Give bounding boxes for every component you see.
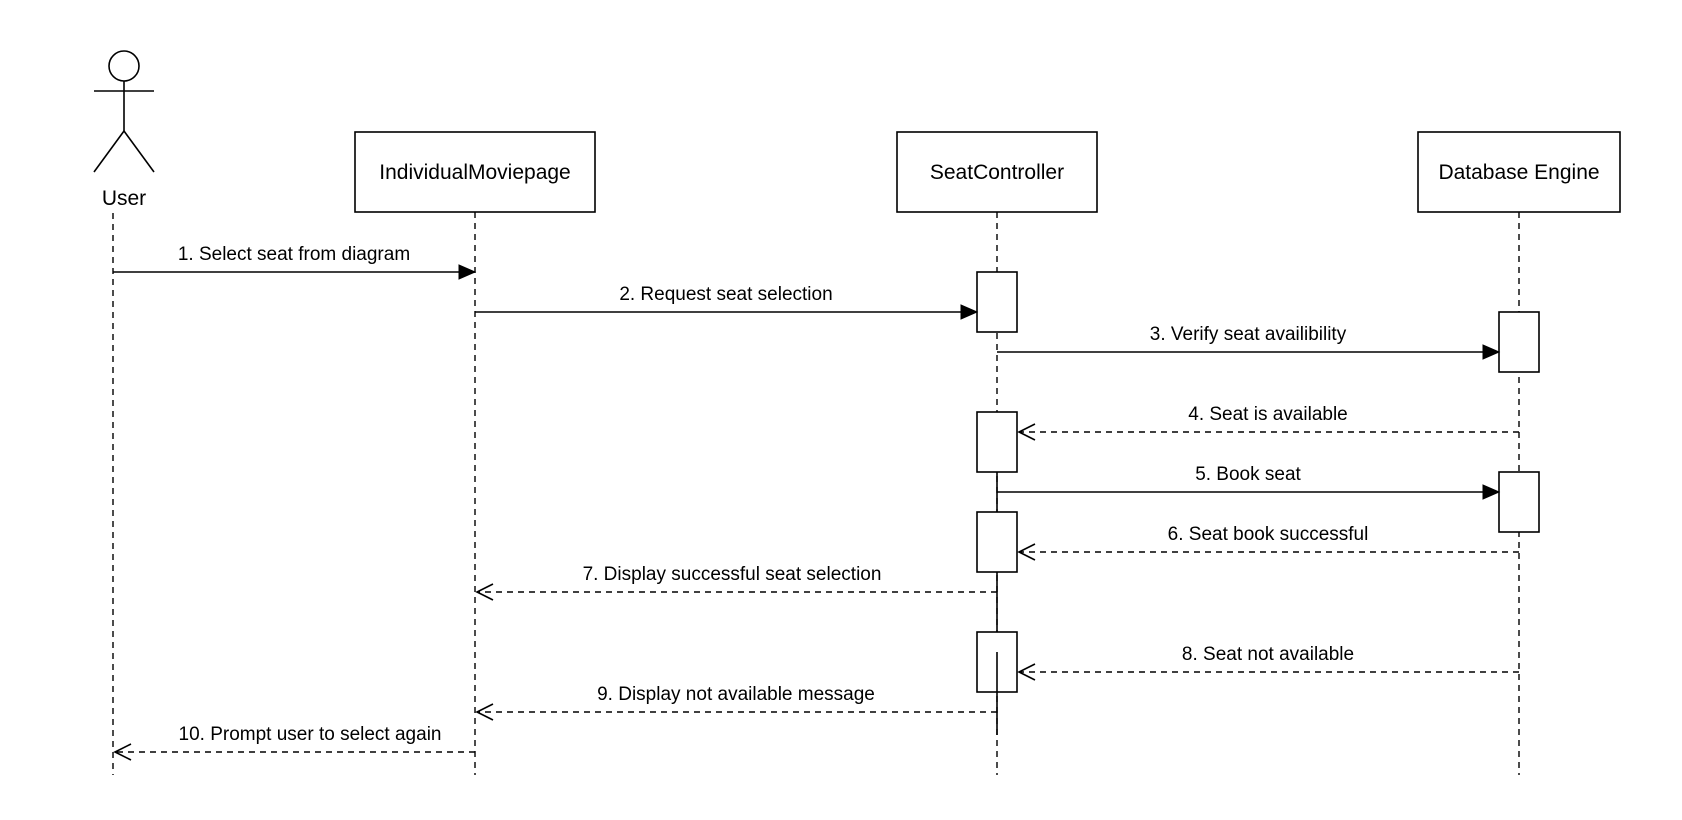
participant-box-seatcontroller xyxy=(896,131,1098,213)
message-3[interactable]: 3. Verify seat availibility xyxy=(997,324,1501,360)
message-label: 7. Display successful seat selection xyxy=(583,564,882,585)
participant-label-database: Database Engine xyxy=(1438,161,1599,184)
message-label: 1. Select seat from diagram xyxy=(178,244,410,265)
arrow-head-icon xyxy=(1482,344,1501,360)
arrow-head-icon xyxy=(475,583,494,601)
participant-label-moviepage: IndividualMoviepage xyxy=(379,161,570,184)
message-1[interactable]: 1. Select seat from diagram xyxy=(113,244,477,280)
message-4[interactable]: 4. Seat is available xyxy=(1017,404,1519,441)
message-10[interactable]: 10. Prompt user to select again xyxy=(113,724,475,761)
arrow-head-icon xyxy=(1017,663,1036,681)
participant-label-user: User xyxy=(102,187,146,210)
participant-box-moviepage xyxy=(354,131,596,213)
participant-database[interactable]: Database Engine xyxy=(1417,131,1621,213)
arrow-head-icon xyxy=(1017,543,1036,561)
participant-moviepage[interactable]: IndividualMoviepage xyxy=(354,131,596,213)
arrow-head-icon xyxy=(458,264,477,280)
arrow-head-icon xyxy=(1017,423,1036,441)
message-7[interactable]: 7. Display successful seat selection xyxy=(475,564,997,601)
arrow-head-icon xyxy=(960,304,979,320)
arrow-head-icon xyxy=(1482,484,1501,500)
message-2[interactable]: 2. Request seat selection xyxy=(475,284,979,320)
message-label: 5. Book seat xyxy=(1195,464,1301,485)
message-6[interactable]: 6. Seat book successful xyxy=(1017,524,1519,561)
message-label: 9. Display not available message xyxy=(597,684,875,705)
arrow-head-icon xyxy=(113,743,132,761)
message-label: 2. Request seat selection xyxy=(619,284,832,305)
message-8[interactable]: 8. Seat not available xyxy=(1017,644,1519,681)
message-label: 4. Seat is available xyxy=(1188,404,1348,425)
activation-bar-database xyxy=(1498,471,1540,533)
arrow-head-icon xyxy=(475,703,494,721)
activation-bar-seatcontroller xyxy=(976,271,1018,333)
participant-label-seatcontroller: SeatController xyxy=(930,161,1064,184)
participant-seatcontroller[interactable]: SeatController xyxy=(896,131,1098,213)
participant-box-database xyxy=(1417,131,1621,213)
actor-icon xyxy=(93,50,155,173)
message-5[interactable]: 5. Book seat xyxy=(997,464,1501,500)
message-9[interactable]: 9. Display not available message xyxy=(475,684,997,721)
participant-user[interactable]: User xyxy=(93,50,155,210)
message-label: 8. Seat not available xyxy=(1182,644,1354,665)
message-label: 3. Verify seat availibility xyxy=(1150,324,1347,345)
activation-bar-seatcontroller xyxy=(976,411,1018,473)
message-label: 10. Prompt user to select again xyxy=(179,724,442,745)
activation-bar-seatcontroller xyxy=(976,511,1018,573)
activation-bar-database xyxy=(1498,311,1540,373)
message-label: 6. Seat book successful xyxy=(1168,524,1369,545)
